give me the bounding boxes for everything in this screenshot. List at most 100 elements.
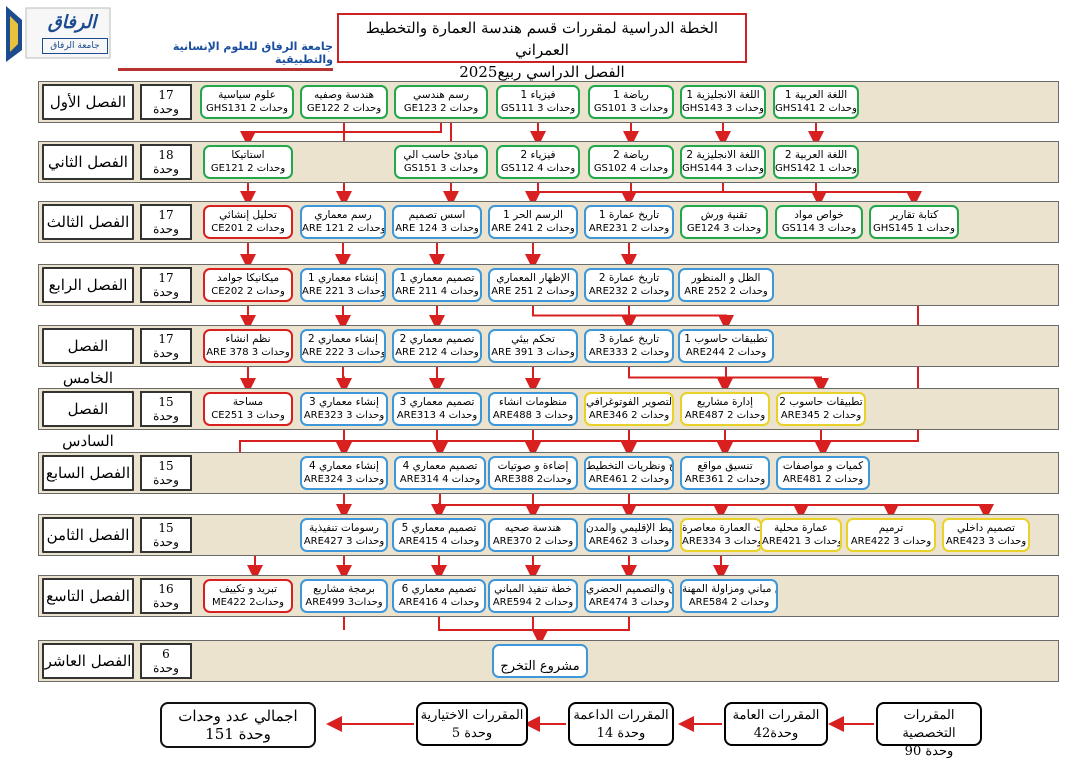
course-title: إنشاء معماري 1	[308, 272, 378, 284]
units-label: وحدة	[153, 535, 179, 549]
course-title: كتابة تقارير	[889, 209, 939, 221]
course-code: ARE313 4 وحدات	[396, 410, 478, 421]
semester-label: الفصل الأول	[42, 84, 134, 120]
course-box: تصميم معماري 3 ARE313 4 وحدات	[392, 392, 482, 426]
course-title: نظم انشاء	[225, 333, 271, 345]
units-count: 15	[158, 395, 174, 409]
units-count: 17	[158, 208, 174, 222]
course-title: التصوير الفوتوغرافي	[586, 396, 674, 408]
course-title: اللغة العربية 2	[784, 149, 848, 161]
semester-label: الفصل السادس	[42, 391, 134, 450]
course-title: استاتيكا	[231, 149, 265, 161]
prerequisite-line	[239, 284, 919, 466]
course-title: برمجة مشاريع	[313, 583, 375, 595]
course-code: CE201 2 وحدات	[211, 223, 285, 234]
semester-label: الفصل الخامس	[42, 328, 134, 387]
legend-value: 151 وحدة	[205, 725, 271, 743]
course-code: ARE 252 2 وحدات	[684, 286, 768, 297]
semester-label: الفصل الثالث	[42, 204, 134, 240]
course-title: منظومات انشاء	[498, 396, 568, 408]
course-title: كميات و مواصفات	[782, 460, 864, 472]
units-count: 15	[158, 521, 174, 535]
prerequisite-line	[532, 302, 734, 331]
course-code: ARE324 3 وحدات	[303, 474, 385, 485]
course-code: ARE244 2 وحدات	[685, 347, 767, 358]
prerequisite-line	[725, 363, 829, 394]
course-title: هندسة وصفيه	[313, 89, 375, 101]
course-code: ARE388 2وحدات	[494, 474, 572, 485]
course-code: ARE 391 3 وحدات	[491, 347, 575, 358]
logo-subtext: جامعة الرفاق	[42, 38, 108, 54]
university-name: جامعة الرفاق للعلوم الإنسانية والتطبيقية	[118, 40, 333, 71]
course-title: الإسكان والتصميم الحضري	[586, 583, 672, 595]
course-code: GS114 3 وحدات	[781, 223, 857, 234]
logo-text: الرفاق	[47, 12, 97, 33]
course-code: ARE 221 3 وحدات	[302, 286, 386, 297]
course-code: CE202 2 وحدات	[211, 286, 285, 297]
course-box: تحليل إنشائي CE201 2 وحدات	[203, 205, 293, 239]
course-title: تصميم معماري 3	[399, 396, 475, 408]
course-code: ARE422 3 وحدات	[850, 536, 932, 547]
course-title: تصميم معماري 1	[399, 272, 475, 284]
course-code: ARE 241 2 وحدات	[491, 223, 575, 234]
course-title: تطبيقات حاسوب 2	[779, 396, 863, 408]
units-count: 17	[158, 271, 174, 285]
course-code: ARE461 2 وحدات	[588, 474, 670, 485]
course-title: تحكم بيئي	[511, 333, 555, 345]
course-code: ARE423 3 وحدات	[945, 536, 1027, 547]
course-title: تصميم معماري 6	[401, 583, 477, 595]
course-title: إدارة مشاريع	[696, 396, 754, 408]
course-code: ARE 378 3 وحدات	[206, 347, 290, 358]
course-code: GS101 3 وحدات	[593, 103, 669, 114]
course-code: GHS142 1 وحدات	[775, 163, 857, 174]
course-title: تصميم معماري 5	[401, 522, 477, 534]
course-title: مشروع التخرج	[500, 659, 580, 674]
course-title: رسم هندسي	[413, 89, 469, 101]
course-code: ARE232 2 وحدات	[588, 286, 670, 297]
course-code: ARE594 2 وحدات	[492, 597, 574, 608]
plan-subtitle: الفصل الدراسي ربيع2025	[459, 63, 625, 81]
units-count: 6	[162, 647, 170, 661]
prerequisite-line	[438, 613, 548, 646]
course-title: مساحة	[232, 396, 264, 408]
course-box: إنشاء معماري 1 ARE 221 3 وحدات	[300, 268, 386, 302]
course-box: نظم انشاء ARE 378 3 وحدات	[203, 329, 293, 363]
course-title: اسس تصميم	[408, 209, 466, 221]
course-code: ARE 222 3 وحدات	[302, 347, 386, 358]
units-label: وحدة	[153, 102, 179, 116]
prerequisite-line	[537, 179, 827, 207]
prerequisite-line	[432, 426, 448, 458]
course-title: رياضة 1	[613, 89, 649, 101]
legend-value: 14 وحدة	[596, 726, 646, 741]
legend-value: 42وحدة	[753, 726, 799, 741]
course-code: ARE314 4 وحدات	[399, 474, 481, 485]
units-count: 16	[158, 582, 174, 596]
course-title: تحليل إنشائي	[219, 209, 277, 221]
prerequisite-line	[336, 363, 352, 394]
prerequisite-line	[815, 426, 831, 458]
